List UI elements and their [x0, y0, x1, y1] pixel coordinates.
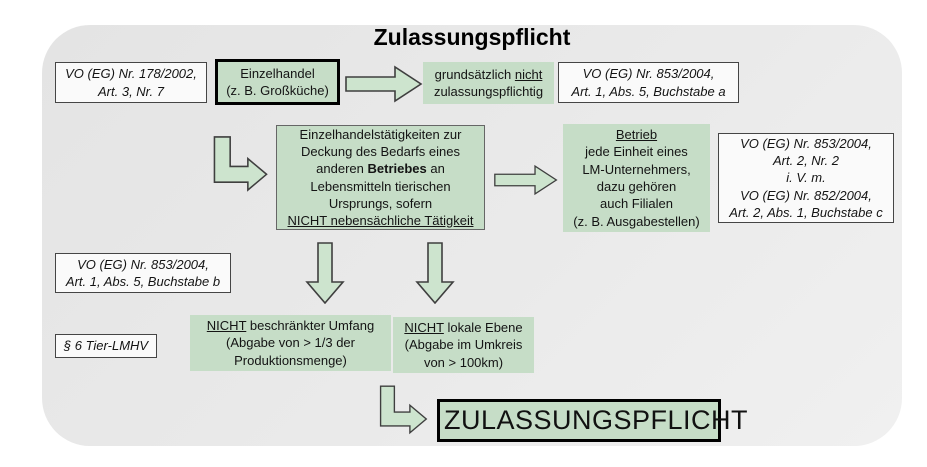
ref-box-vo853b: VO (EG) Nr. 853/2004,Art. 1, Abs. 5, Buc…	[55, 253, 231, 293]
arrow-elbow-down-right-icon	[379, 385, 428, 435]
tier-lmhv-box: § 6 Tier-LMHV	[55, 334, 157, 358]
nicht-beschraenkter-umfang-box: NICHT beschränkter Umfang(Abgabe von > 1…	[190, 315, 391, 371]
arrow-elbow-down-right-icon	[213, 136, 268, 192]
zulassungspflicht-result-box: ZULASSUNGSPFLICHT	[437, 399, 748, 442]
einzelhandel-box: Einzelhandel(z. B. Großküche)	[215, 59, 340, 105]
arrow-down-icon	[305, 242, 345, 304]
ref-box-vo853a: VO (EG) Nr. 853/2004,Art. 1, Abs. 5, Buc…	[558, 62, 739, 103]
arrow-down-icon	[415, 242, 455, 304]
ref-box-vo178: VO (EG) Nr. 178/2002,Art. 3, Nr. 7	[55, 62, 207, 103]
page-title: Zulassungspflicht	[373, 24, 571, 50]
arrow-right-icon	[494, 164, 558, 196]
arrow-right-icon	[345, 65, 423, 103]
